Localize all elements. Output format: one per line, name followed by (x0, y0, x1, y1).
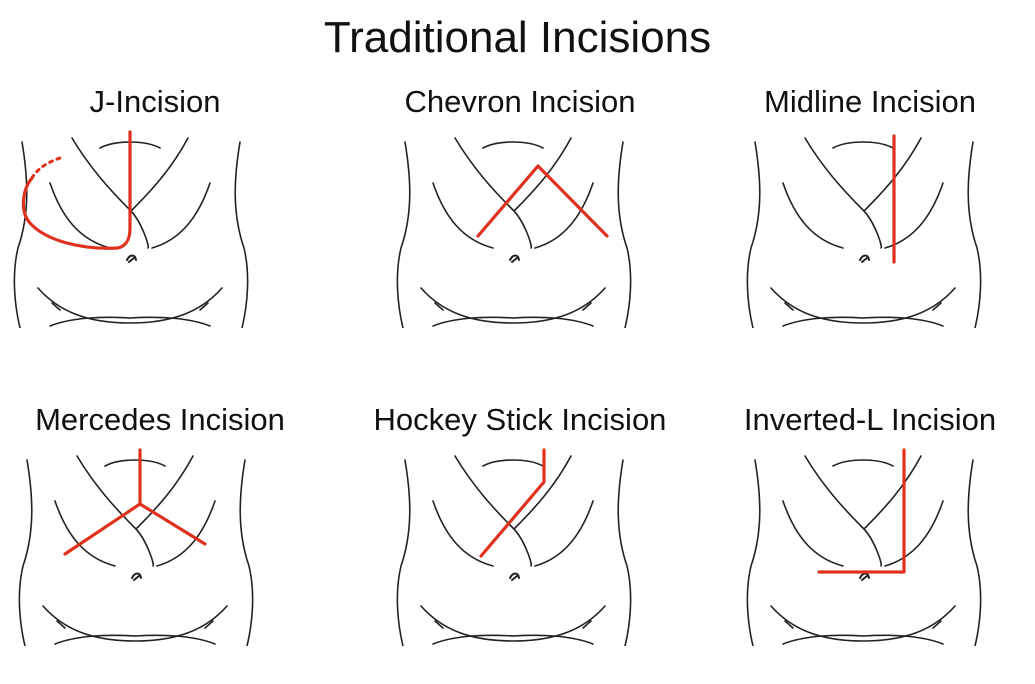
incision-label: Hockey Stick Incision (355, 402, 685, 438)
torso-outline (19, 456, 252, 646)
umbilicus (132, 574, 141, 581)
torso-illustration (705, 128, 1035, 328)
torso-outline (397, 456, 630, 646)
torso-illustration (0, 128, 320, 328)
torso-outline (397, 138, 630, 328)
torso-figure (705, 128, 1035, 328)
incision-panel-inverted-l: Inverted-L Incision (705, 318, 1035, 648)
incision-line (23, 132, 130, 248)
incision-panel-mercedes: Mercedes Incision (0, 318, 325, 648)
incision-panel-j: J-Incision (0, 0, 320, 330)
incision-label: Inverted-L Incision (705, 402, 1035, 438)
incision-label: Midline Incision (705, 84, 1035, 120)
torso-illustration (0, 446, 325, 646)
incision-panel-midline: Midline Incision (705, 0, 1035, 330)
umbilicus (510, 256, 519, 263)
incision-line (478, 166, 607, 236)
torso-illustration (355, 446, 685, 646)
incision-panel-chevron: Chevron Incision (355, 0, 685, 330)
incision-label: Mercedes Incision (0, 402, 325, 438)
incision-line (819, 450, 904, 572)
torso-figure (355, 128, 685, 328)
incision-line (65, 450, 205, 554)
umbilicus (860, 256, 869, 263)
torso-figure (0, 128, 320, 328)
incision-label: Chevron Incision (355, 84, 685, 120)
torso-figure (355, 446, 685, 646)
umbilicus (127, 256, 136, 263)
torso-outline (747, 138, 980, 328)
incision-label: J-Incision (0, 84, 320, 120)
umbilicus (510, 574, 519, 581)
torso-figure (705, 446, 1035, 646)
umbilicus (860, 574, 869, 581)
torso-illustration (705, 446, 1035, 646)
torso-outline (747, 456, 980, 646)
incision-panel-hockey-stick: Hockey Stick Incision (355, 318, 685, 648)
torso-figure (0, 446, 325, 646)
torso-illustration (355, 128, 685, 328)
